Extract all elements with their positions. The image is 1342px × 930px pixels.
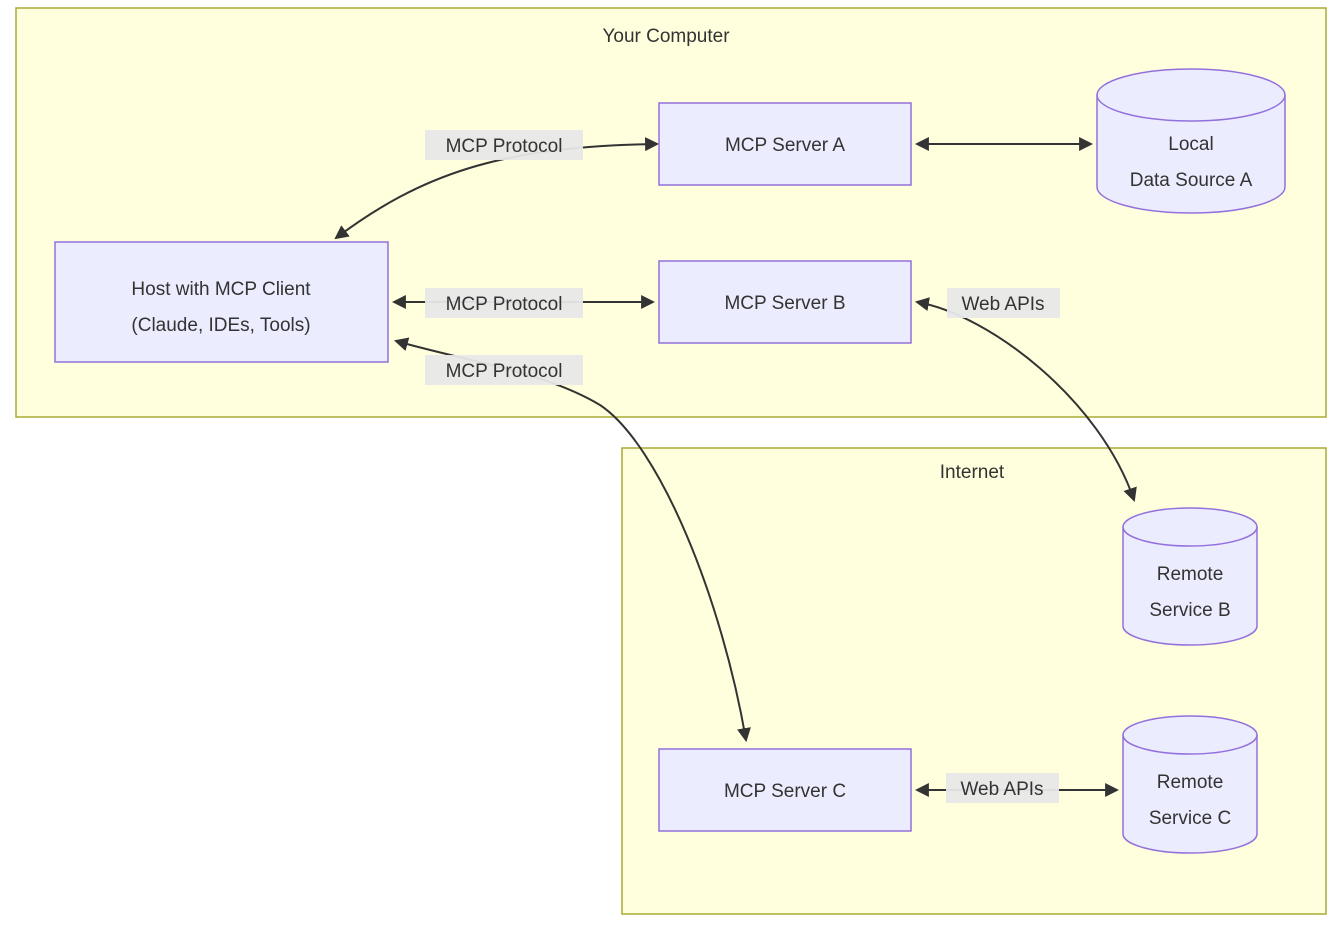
database-cylinder-icon bbox=[1096, 95, 1286, 214]
cluster-your-computer-title: Your Computer bbox=[602, 26, 730, 47]
node-remote-service-b-label-line1: Remote bbox=[1157, 564, 1224, 585]
node-server-b-label: MCP Server B bbox=[724, 293, 845, 314]
database-cylinder-top-icon bbox=[1096, 68, 1286, 122]
node-host-label-line2: (Claude, IDEs, Tools) bbox=[131, 315, 310, 336]
database-cylinder-icon bbox=[1122, 527, 1258, 646]
edge-label-mcp-protocol-c-bg bbox=[425, 355, 583, 385]
node-server-c: MCP Server C bbox=[658, 748, 912, 832]
edge-label-mcp-protocol-c-text: MCP Protocol bbox=[446, 361, 563, 382]
database-cylinder-top-icon bbox=[1122, 715, 1258, 755]
edge-label-web-apis-b: Web APIs bbox=[947, 288, 1060, 318]
edge-host-server-a bbox=[334, 137, 660, 240]
edge-label-web-apis-c: Web APIs bbox=[946, 773, 1059, 803]
edge-label-web-apis-b-text: Web APIs bbox=[961, 294, 1044, 315]
edge-label-mcp-protocol-b-text: MCP Protocol bbox=[446, 294, 563, 315]
edge-label-mcp-protocol-c: MCP Protocol bbox=[425, 355, 583, 385]
edge-label-web-apis-c-text: Web APIs bbox=[960, 779, 1043, 800]
database-cylinder-icon bbox=[1122, 735, 1258, 854]
edge-label-mcp-protocol-a: MCP Protocol bbox=[425, 130, 583, 160]
node-host-label-line1: Host with MCP Client bbox=[131, 279, 311, 300]
node-server-a-label: MCP Server A bbox=[725, 135, 845, 156]
node-local-data-source-a-label-line2: Data Source A bbox=[1130, 170, 1253, 191]
node-remote-service-c-label-line1: Remote bbox=[1157, 772, 1224, 793]
node-server-b-box bbox=[658, 260, 912, 344]
edge-label-web-apis-b-bg bbox=[947, 288, 1060, 318]
node-server-c-label: MCP Server C bbox=[724, 781, 846, 802]
edge-label-mcp-protocol-a-bg bbox=[425, 130, 583, 160]
node-host: Host with MCP Client (Claude, IDEs, Tool… bbox=[54, 241, 389, 363]
node-remote-service-c: Remote Service C bbox=[1122, 715, 1258, 854]
cluster-internet-title: Internet bbox=[940, 462, 1005, 483]
node-server-a-box bbox=[658, 102, 912, 186]
node-local-data-source-a: Local Data Source A bbox=[1096, 68, 1286, 214]
edge-label-mcp-protocol-a-text: MCP Protocol bbox=[446, 136, 563, 157]
database-cylinder-top-icon bbox=[1122, 507, 1258, 547]
edge-label-mcp-protocol-b-bg bbox=[425, 288, 583, 318]
node-remote-service-b-label-line2: Service B bbox=[1149, 600, 1230, 621]
node-remote-service-b: Remote Service B bbox=[1122, 507, 1258, 646]
edge-label-web-apis-c-bg bbox=[946, 773, 1059, 803]
node-remote-service-c-label-line2: Service C bbox=[1149, 808, 1231, 829]
node-host-box bbox=[54, 241, 389, 363]
node-server-a: MCP Server A bbox=[658, 102, 912, 186]
edge-label-mcp-protocol-b: MCP Protocol bbox=[425, 288, 583, 318]
node-local-data-source-a-label-line1: Local bbox=[1168, 134, 1213, 155]
node-server-c-box bbox=[658, 748, 912, 832]
node-server-b: MCP Server B bbox=[658, 260, 912, 344]
